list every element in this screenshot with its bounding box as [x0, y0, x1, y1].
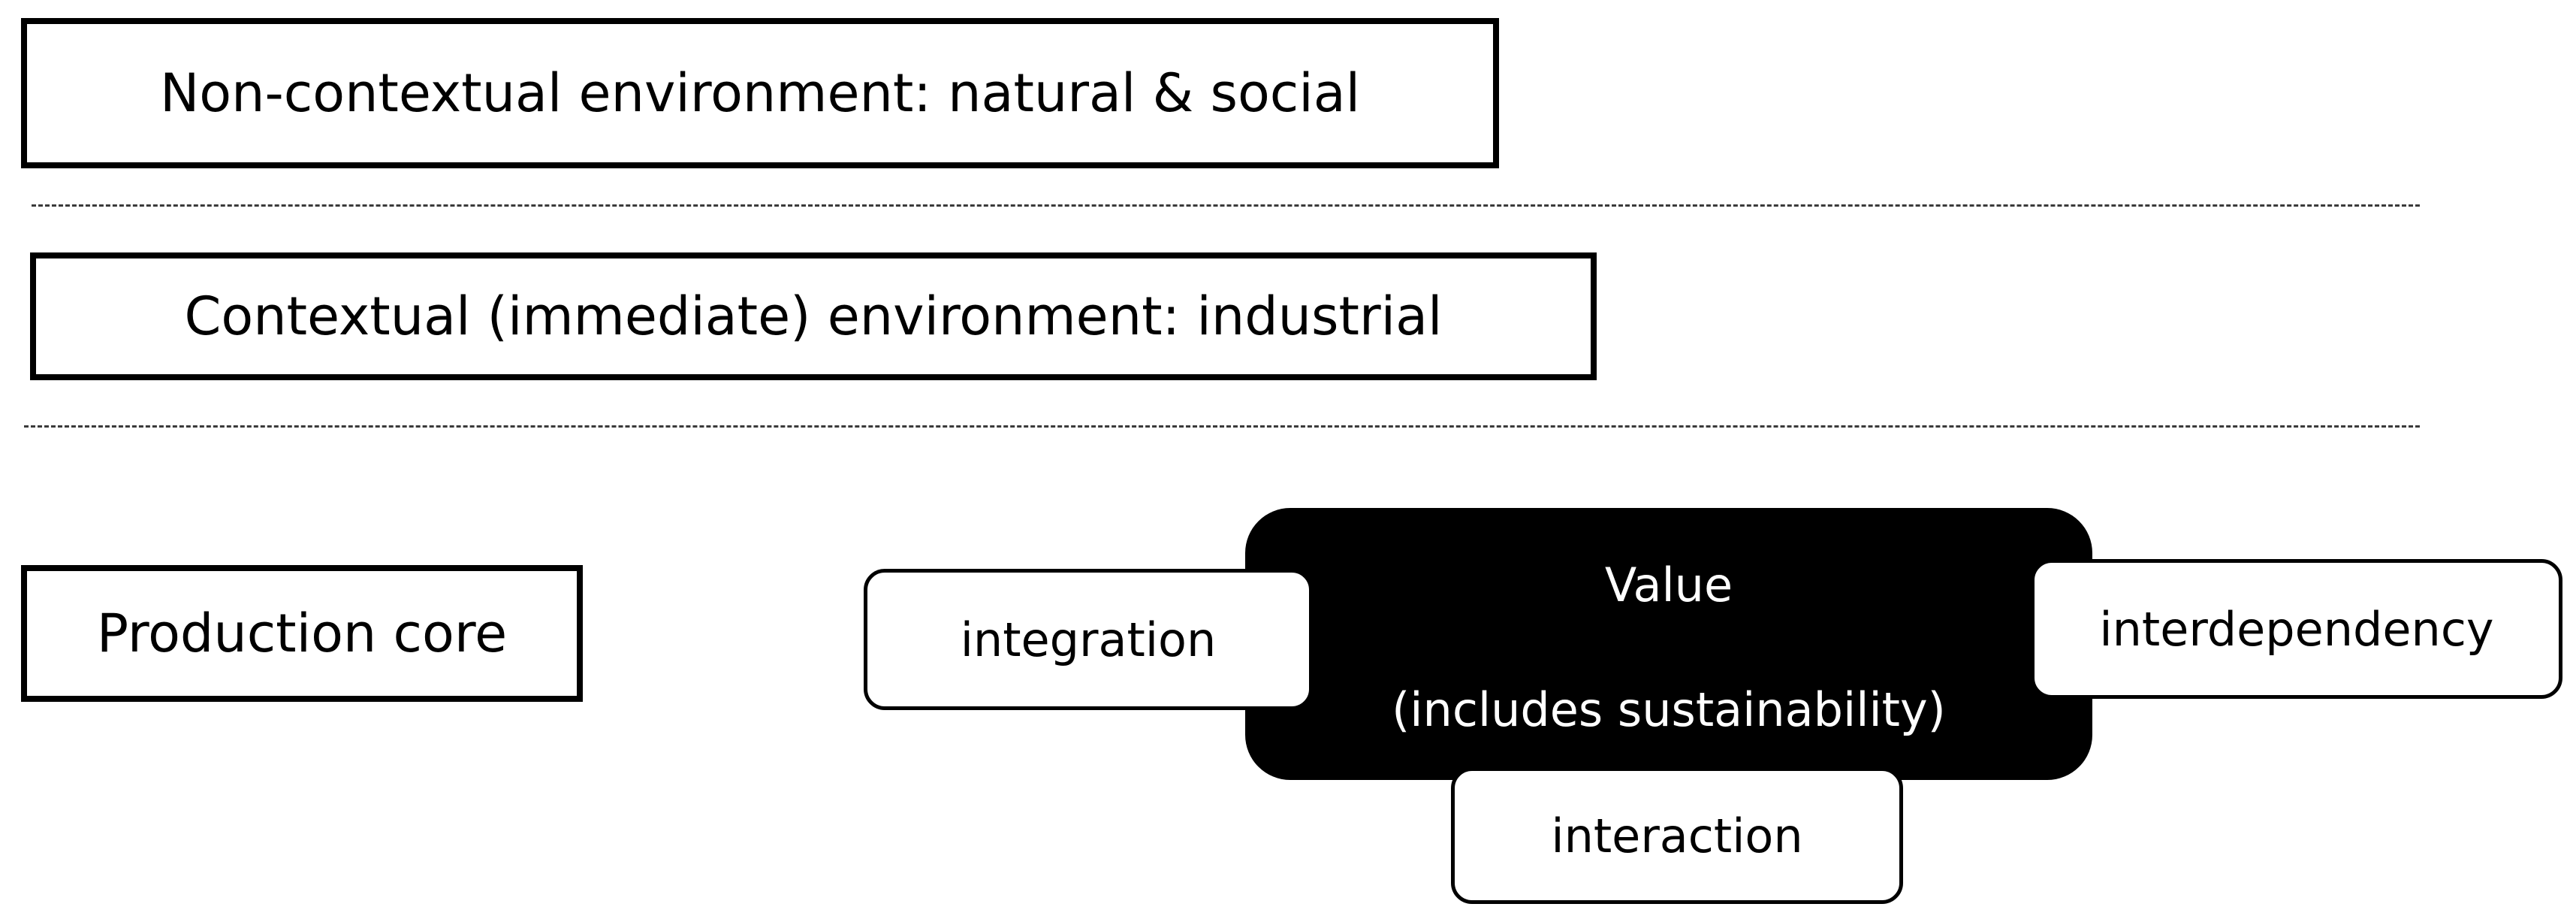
- dashed-divider-lower: [24, 425, 2420, 428]
- interaction-box: interaction: [1451, 767, 1903, 904]
- interaction-label: interaction: [1551, 808, 1803, 863]
- value-subtitle: (includes sustainability): [1392, 682, 1946, 737]
- integration-box: integration: [864, 569, 1313, 710]
- integration-label: integration: [960, 612, 1217, 667]
- production-core-box: Production core: [21, 565, 583, 702]
- interdependency-label: interdependency: [2099, 601, 2494, 657]
- contextual-environment-label: Contextual (immediate) environment: indu…: [184, 286, 1443, 347]
- interdependency-box: interdependency: [2031, 559, 2562, 699]
- value-title: Value: [1604, 558, 1733, 612]
- non-contextual-environment-box: Non-contextual environment: natural & so…: [21, 18, 1499, 168]
- production-core-label: Production core: [96, 603, 508, 664]
- dashed-divider-upper: [32, 204, 2420, 207]
- non-contextual-environment-label: Non-contextual environment: natural & so…: [159, 62, 1361, 124]
- contextual-environment-box: Contextual (immediate) environment: indu…: [30, 252, 1597, 380]
- value-core-box: Value (includes sustainability): [1245, 508, 2092, 780]
